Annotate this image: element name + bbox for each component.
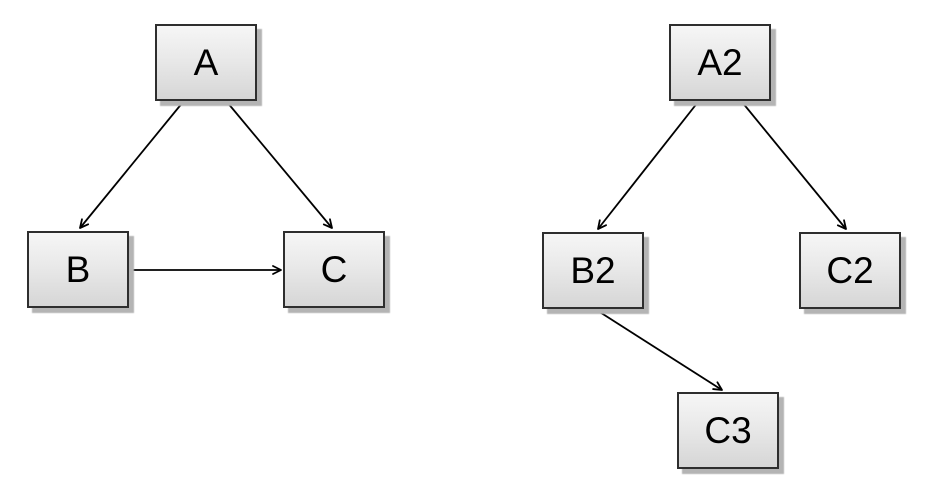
node-c3[interactable]: C3 bbox=[677, 392, 779, 469]
node-c[interactable]: C bbox=[283, 231, 385, 308]
edge-b2-c3 bbox=[594, 308, 723, 391]
node-b[interactable]: B bbox=[27, 231, 129, 308]
node-a[interactable]: A bbox=[155, 24, 257, 101]
edge-a2-b2 bbox=[597, 101, 699, 230]
node-b2[interactable]: B2 bbox=[542, 232, 644, 309]
node-a2[interactable]: A2 bbox=[669, 24, 771, 101]
edge-a-b bbox=[79, 101, 184, 229]
edge-a-c bbox=[226, 101, 333, 229]
edge-a2-c2 bbox=[741, 101, 847, 230]
node-c2[interactable]: C2 bbox=[799, 232, 901, 309]
